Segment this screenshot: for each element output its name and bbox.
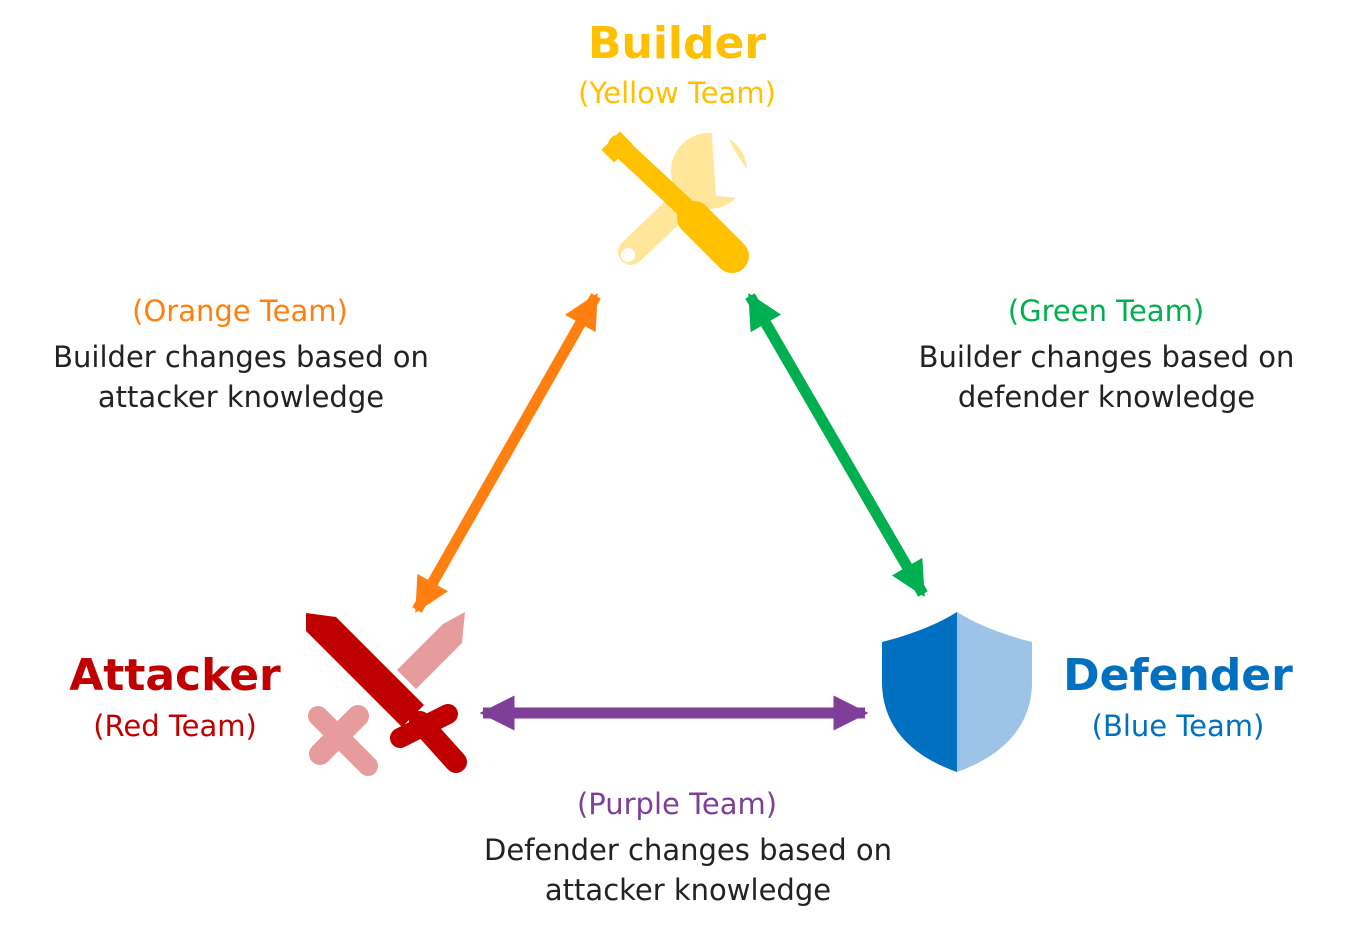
green-team-description: Builder changes based on defender knowle…	[860, 337, 1353, 417]
purple-desc-line1: Defender changes based on	[484, 833, 892, 867]
green-team-label: (Green Team)	[1007, 294, 1205, 328]
attacker-team-label: (Red Team)	[93, 709, 257, 743]
builder-team-label: (Yellow Team)	[578, 76, 776, 110]
defender-team-label: (Blue Team)	[1091, 709, 1265, 743]
green-desc-line2: defender knowledge	[957, 380, 1256, 414]
purple-desc-line2: attacker knowledge	[544, 873, 832, 907]
orange-team-label: (Orange Team)	[132, 294, 348, 328]
orange-desc-line1: Builder changes based on	[53, 340, 429, 374]
orange-arrow	[412, 292, 601, 614]
purple-team-label: (Purple Team)	[576, 787, 778, 821]
orange-team-description: Builder changes based on attacker knowle…	[0, 337, 482, 417]
green-arrow	[745, 292, 928, 598]
purple-team-description: Defender changes based on attacker knowl…	[400, 830, 976, 910]
orange-desc-line2: attacker knowledge	[97, 380, 385, 414]
crossed-swords-icon	[306, 612, 467, 776]
green-desc-line1: Builder changes based on	[918, 340, 1295, 374]
builder-title: Builder	[587, 18, 767, 69]
attacker-title: Attacker	[69, 650, 281, 701]
defender-title: Defender	[1063, 650, 1293, 701]
tools-icon	[601, 122, 768, 273]
shield-icon	[882, 612, 1032, 772]
